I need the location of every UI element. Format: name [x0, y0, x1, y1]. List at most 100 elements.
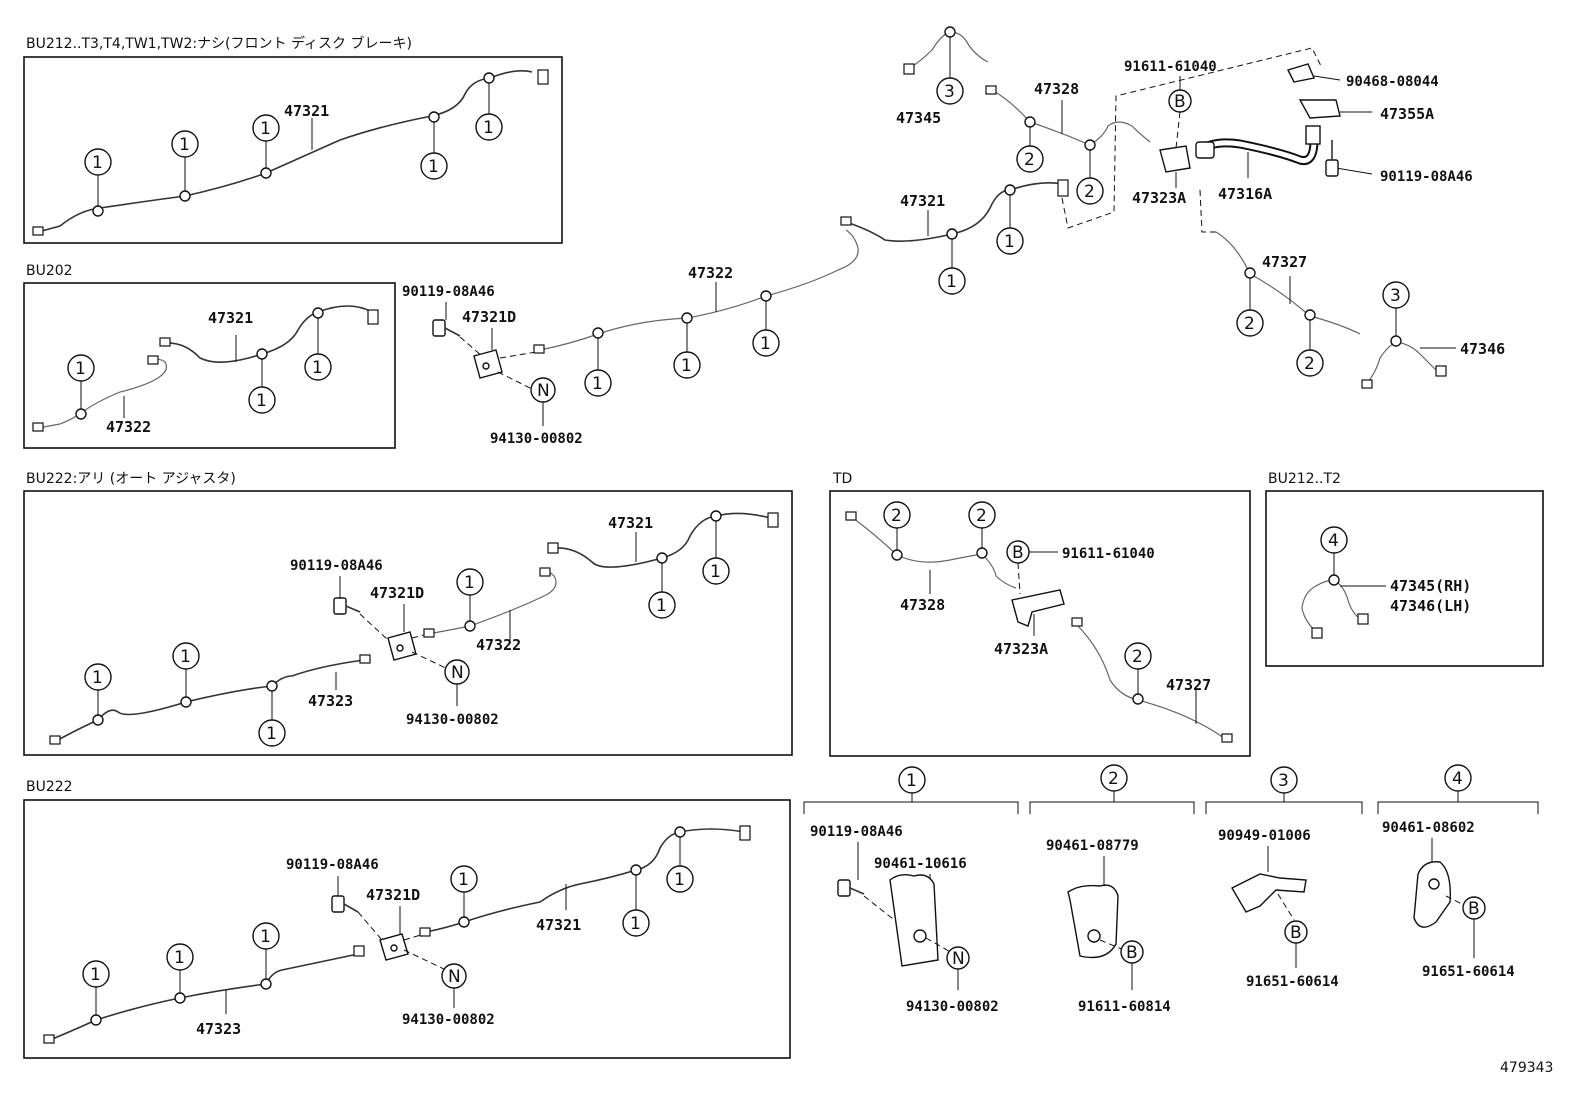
clamp-ref-1: 1 [166, 943, 194, 971]
label-91611-61040: 91611-61040 [1124, 59, 1217, 75]
svg-text:1: 1 [180, 647, 191, 667]
clamp-ref-1: 1 [171, 130, 199, 158]
washer-icon [1287, 63, 1315, 83]
panel-bu202-frame [23, 282, 396, 449]
svg-text:1: 1 [428, 157, 439, 177]
label-47355A: 47355A [1380, 105, 1434, 123]
label-47323A: 47323A [994, 640, 1048, 658]
tube-47328 [849, 515, 1017, 589]
clamp-ref-1: 1 [475, 113, 503, 141]
label-47321D: 47321D [370, 584, 424, 602]
svg-text:2: 2 [1244, 314, 1255, 334]
clamp-ref-1: 1 [456, 568, 484, 596]
label-47345: 47345 [896, 109, 941, 127]
svg-text:1: 1 [174, 948, 185, 968]
clamp-ref-B: B [1168, 89, 1192, 113]
clamp-ref-2: 2 [1124, 642, 1152, 670]
clamp-ref-2: 2 [968, 501, 996, 529]
clamp-part-icon [1413, 861, 1451, 928]
clamp-ref-1: 1 [752, 329, 780, 357]
tube-47345-47346 [1301, 579, 1363, 633]
svg-text:2: 2 [1024, 150, 1035, 170]
bolt-icon [432, 319, 461, 337]
label-47323: 47323 [196, 1020, 241, 1038]
clamp-ref-2: 2 [1076, 177, 1104, 205]
svg-text:1: 1 [592, 374, 603, 394]
label-90468-08044: 90468-08044 [1346, 74, 1439, 90]
label-90461-08602: 90461-08602 [1382, 820, 1475, 836]
clamp-ref-1: 1 [252, 922, 280, 950]
svg-text:1: 1 [90, 965, 101, 985]
label-47346-lh: 47346(LH) [1390, 597, 1471, 615]
svg-text:N: N [451, 663, 464, 683]
svg-text:1: 1 [260, 927, 271, 947]
clamp-ref-1: 1 [252, 114, 280, 142]
label-47321: 47321 [608, 514, 653, 532]
panel-bu212-t2-header: BU212..T2 [1268, 471, 1341, 487]
svg-text:1: 1 [92, 668, 103, 688]
clamp-ref-B: B [1006, 540, 1030, 564]
svg-text:1: 1 [674, 870, 685, 890]
label-47322: 47322 [688, 264, 733, 282]
label-94130-00802: 94130-00802 [490, 431, 583, 447]
svg-text:B: B [1290, 923, 1302, 943]
tube-end-fitting [32, 226, 44, 236]
clamp-ref-1: 1 [258, 719, 286, 747]
panel-bu222-frame [23, 799, 791, 1059]
clamp-ref-1: 1 [648, 591, 676, 619]
junction-block-icon [473, 349, 503, 379]
clamp-ref-2: 2 [1100, 764, 1128, 792]
svg-text:1: 1 [312, 358, 323, 378]
panel-bu222-header: BU222 [26, 779, 73, 795]
panel-bu212-frame [23, 56, 563, 244]
clamp-ref-1: 1 [666, 865, 694, 893]
clamp-ref-1: 1 [248, 386, 276, 414]
svg-text:N: N [537, 381, 550, 401]
clamp-ref-1: 1 [67, 354, 95, 382]
label-91651-60614: 91651-60614 [1422, 964, 1515, 980]
svg-text:1: 1 [710, 562, 721, 582]
clamp-ref-N: N [946, 946, 970, 970]
clamp-detail-1: 1 90119-08A46 90461-10616 N 94130-00802 [803, 766, 1019, 1015]
label-47321: 47321 [284, 102, 329, 120]
clamp-ref-1: 1 [84, 663, 112, 691]
clamp-ref-1: 1 [584, 369, 612, 397]
panel-bu202: BU202 1 1 1 47321 47322 [23, 263, 396, 449]
label-94130-00802: 94130-00802 [406, 712, 499, 728]
clamp-ref-4: 4 [1320, 526, 1348, 554]
clamp-ref-1: 1 [622, 909, 650, 937]
bolt-icon [333, 597, 361, 615]
panel-bu202-header: BU202 [26, 263, 73, 279]
svg-text:1: 1 [1004, 232, 1015, 252]
label-47345-rh: 47345(RH) [1390, 577, 1471, 595]
svg-text:1: 1 [760, 334, 771, 354]
svg-text:1: 1 [946, 272, 957, 292]
clamp-ref-1: 1 [84, 148, 112, 176]
svg-text:4: 4 [1328, 531, 1339, 551]
label-91611-61040: 91611-61040 [1062, 546, 1155, 562]
clamp-ref-N: N [444, 659, 470, 685]
label-94130-00802: 94130-00802 [906, 999, 999, 1015]
svg-text:1: 1 [75, 359, 86, 379]
label-90119-08A46: 90119-08A46 [1380, 169, 1473, 185]
clamp-part-icon [1067, 884, 1119, 959]
panel-td-header: TD [832, 471, 852, 487]
tube-47328 [991, 89, 1151, 146]
svg-text:1: 1 [906, 771, 917, 791]
panel-bu222-ari-frame [23, 490, 793, 756]
bracket-icon [1298, 99, 1341, 119]
svg-text:B: B [1126, 943, 1138, 963]
clamp-ref-1: 1 [304, 353, 332, 381]
panel-bu212-t2: BU212..T2 4 47345(RH) 47346(LH) [1265, 471, 1544, 667]
label-47321: 47321 [900, 192, 945, 210]
label-47346: 47346 [1460, 340, 1505, 358]
clamp-ref-3: 3 [1382, 281, 1410, 309]
clamp-ref-B: B [1462, 896, 1486, 920]
panel-bu222: BU222 1 1 1 47323 90119-08A46 47321D N 9… [23, 779, 791, 1059]
clamp-part-icon [1231, 873, 1307, 913]
svg-text:2: 2 [1132, 647, 1143, 667]
panel-bu212-t2-frame [1265, 490, 1544, 667]
svg-text:1: 1 [656, 596, 667, 616]
clamp-ref-B: B [1120, 940, 1144, 964]
